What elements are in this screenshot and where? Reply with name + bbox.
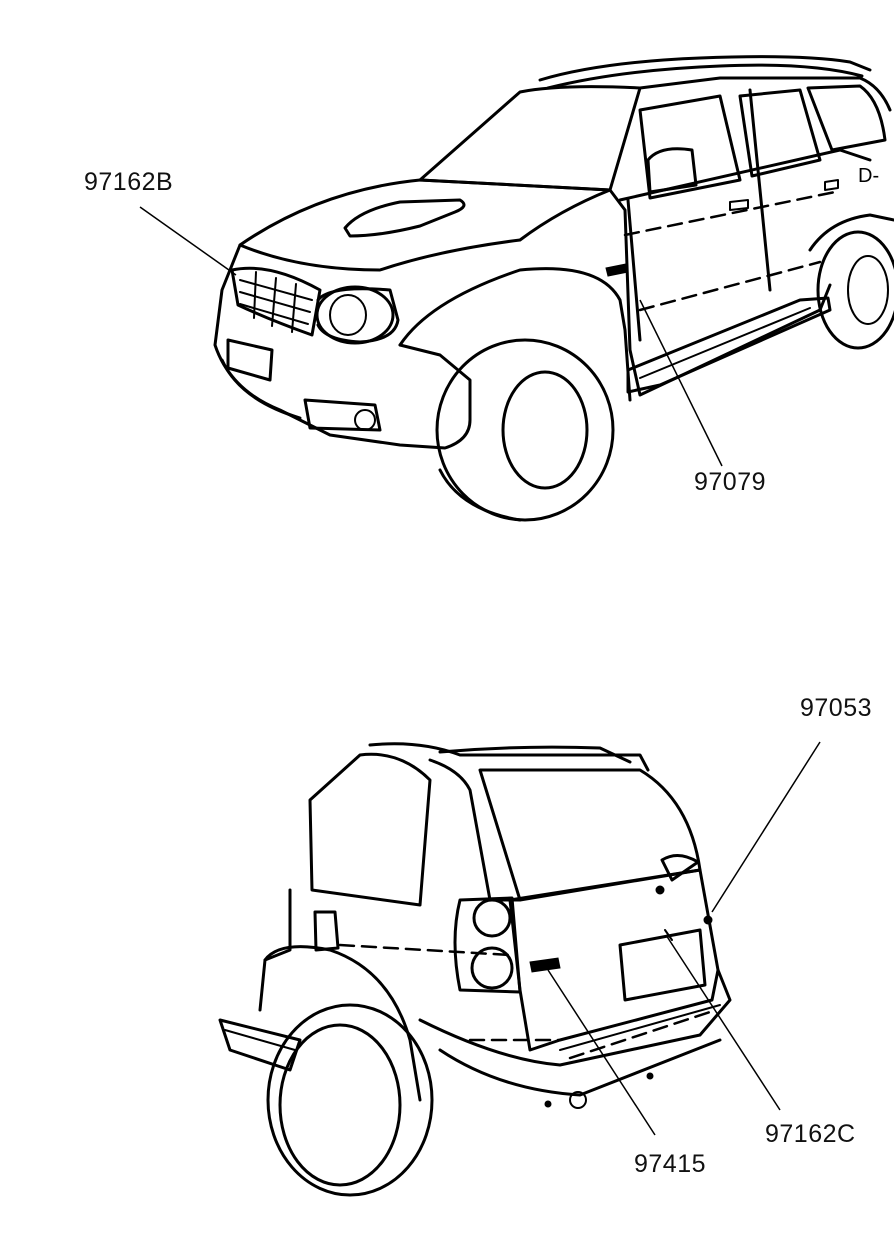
leader-line-97415 bbox=[547, 969, 656, 1136]
leader-line-97053 bbox=[711, 741, 821, 913]
rear-center-badge-mark bbox=[529, 957, 561, 973]
leader-line-97162C bbox=[665, 934, 781, 1111]
callout-97079: 97079 bbox=[694, 468, 767, 496]
front-view-vehicle: D- bbox=[213, 55, 894, 522]
callout-97053: 97053 bbox=[800, 694, 873, 722]
leader-line-97079 bbox=[639, 299, 723, 467]
callout-97415: 97415 bbox=[634, 1150, 707, 1178]
rear-view-vehicle bbox=[218, 742, 732, 1197]
callout-97162B: 97162B bbox=[84, 168, 174, 196]
leader-line-97162B bbox=[139, 206, 237, 276]
svg-text:D-: D- bbox=[858, 165, 879, 187]
callout-97162C: 97162C bbox=[765, 1120, 856, 1148]
